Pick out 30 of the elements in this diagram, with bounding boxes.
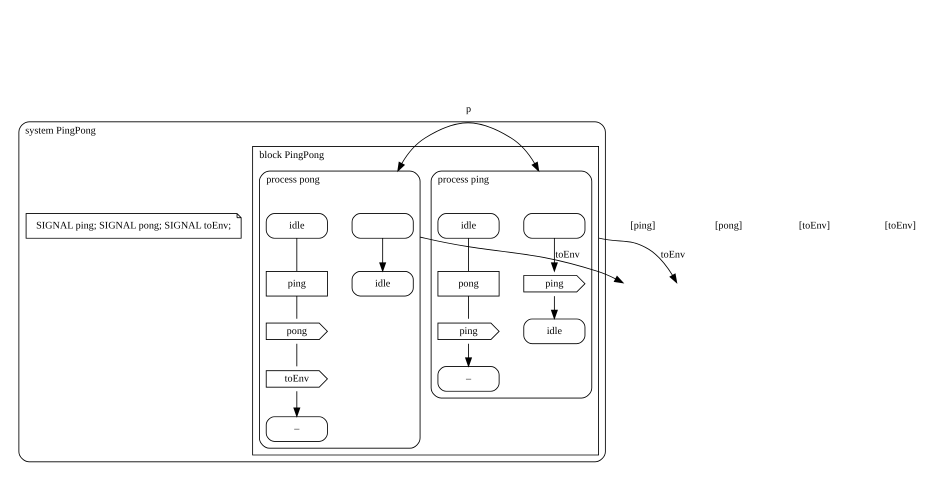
- edge-label: toEnv: [555, 249, 580, 260]
- node-box: ping: [266, 270, 328, 296]
- arrow: [464, 343, 472, 368]
- arrow: [293, 390, 300, 418]
- arrow: [550, 296, 558, 320]
- node-box: [523, 213, 586, 239]
- label: [toEnv]: [798, 220, 830, 232]
- node-box: idle: [266, 213, 328, 239]
- arrow: [379, 238, 386, 273]
- node-box: idle: [523, 318, 586, 344]
- connector: [296, 296, 298, 320]
- node-box: –: [438, 366, 500, 392]
- node-box: idle: [438, 213, 500, 239]
- arrow: [397, 122, 540, 172]
- node-box: idle: [352, 270, 414, 296]
- edge-label: toEnv: [660, 249, 686, 260]
- arrow: [598, 238, 678, 284]
- label: [toEnv]: [884, 220, 916, 232]
- node-box: [352, 213, 414, 239]
- node-box: pong: [438, 270, 500, 296]
- connector: [296, 238, 298, 272]
- label: [ping]: [630, 220, 656, 232]
- edge-label: p: [466, 104, 472, 116]
- connector: [296, 343, 298, 367]
- arrow: [420, 236, 624, 284]
- connector: [468, 296, 469, 320]
- connector: [468, 238, 469, 272]
- label: [pong]: [715, 220, 742, 232]
- node-box: –: [266, 416, 328, 442]
- arrow: [550, 238, 558, 273]
